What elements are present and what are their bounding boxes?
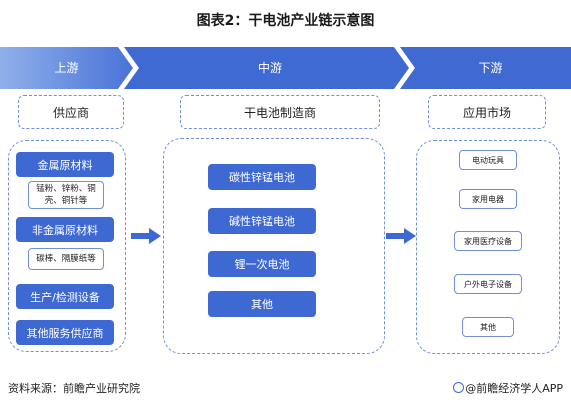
- stage-arrow-upstream: [0, 47, 133, 89]
- upstream-item-services: 其他服务供应商: [16, 320, 114, 345]
- brand-text: @前瞻经济学人APP: [453, 380, 563, 396]
- downstream-item-label: 电动玩具: [472, 155, 504, 165]
- midstream-item-alkaline: 碱性锌锰电池: [208, 208, 316, 234]
- downstream-item-label: 家用医疗设备: [464, 236, 512, 246]
- stage-arrow-downstream: [400, 47, 571, 89]
- midstream-item-other: 其他: [208, 291, 316, 317]
- downstream-header-label: 应用市场: [462, 105, 511, 120]
- upstream-item-label: 生产/检测设备: [30, 290, 100, 304]
- downstream-item: 电动玩具: [459, 150, 517, 170]
- upstream-item-label: 非金属原材料: [32, 223, 98, 237]
- midstream-header: 干电池制造商: [180, 95, 380, 129]
- upstream-item-equipment: 生产/检测设备: [16, 284, 114, 309]
- upstream-sub-metal: 锰粉、锌粉、铜 壳、铜针等: [28, 181, 104, 209]
- upstream-header: 供应商: [18, 95, 124, 129]
- upstream-sub-label: 锰粉、锌粉、铜 壳、铜针等: [36, 184, 96, 206]
- midstream-item-lithium: 锂一次电池: [208, 251, 316, 277]
- upstream-item-nonmetal: 非金属原材料: [16, 217, 114, 242]
- flow-arrow-1: [131, 228, 161, 244]
- flow-arrow-2: [386, 228, 416, 244]
- upstream-sub-label: 碳棒、隔膜纸等: [36, 254, 96, 264]
- midstream-panel: [163, 138, 385, 354]
- upstream-item-metal: 金属原材料: [16, 152, 114, 177]
- page-title: 图表2：干电池产业链示意图: [196, 13, 375, 29]
- midstream-item-carbon-zinc: 碳性锌锰电池: [208, 164, 316, 190]
- stage-label-midstream: 中游: [257, 61, 282, 75]
- downstream-item-label: 户外电子设备: [464, 279, 512, 289]
- midstream-item-label: 碱性锌锰电池: [229, 215, 295, 228]
- downstream-item-label: 其他: [480, 322, 496, 332]
- midstream-item-label: 碳性锌锰电池: [229, 171, 295, 184]
- midstream-item-label: 其他: [251, 298, 273, 311]
- upstream-item-label: 金属原材料: [37, 158, 93, 172]
- brand-logo-icon: [453, 382, 465, 393]
- upstream-sub-nonmetal: 碳棒、隔膜纸等: [28, 248, 104, 270]
- midstream-item-label: 锂一次电池: [234, 258, 290, 271]
- downstream-item: 其他: [462, 317, 514, 337]
- brand-label: @前瞻经济学人APP: [465, 382, 563, 395]
- upstream-item-label: 其他服务供应商: [26, 326, 104, 340]
- stage-label-downstream: 下游: [478, 61, 503, 75]
- upstream-header-label: 供应商: [52, 105, 89, 120]
- midstream-header-label: 干电池制造商: [243, 105, 316, 120]
- stage-label-upstream: 上游: [54, 61, 79, 75]
- downstream-header: 应用市场: [428, 95, 546, 129]
- stage-arrow-midstream: [124, 47, 409, 89]
- stage-band: [0, 47, 571, 89]
- downstream-item-label: 家用电器: [472, 194, 504, 204]
- downstream-item: 家用医疗设备: [454, 231, 522, 251]
- downstream-item: 家用电器: [459, 189, 517, 209]
- downstream-item: 户外电子设备: [454, 274, 522, 294]
- source-text: 资料来源：前瞻产业研究院: [8, 382, 140, 395]
